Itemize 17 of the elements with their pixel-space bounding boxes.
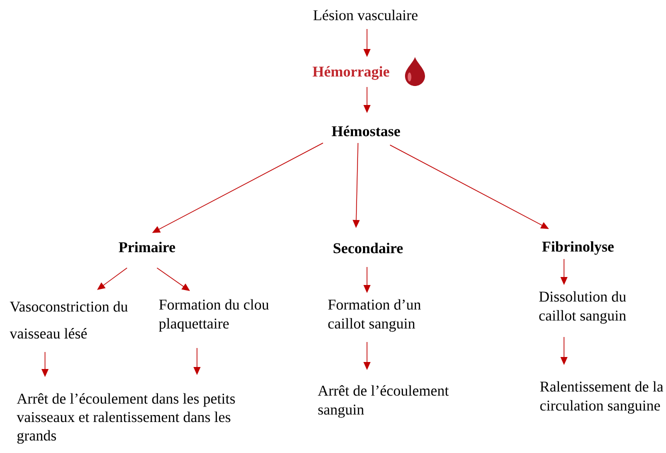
step-text: Arrêt de l’écoulement dans les petits vaisseaux et ralentissement dans les grands [16,393,235,444]
step-text: Arrêt de l’écoulement sanguin [318,385,449,418]
step-text: Dissolution du caillot sanguin [539,291,626,324]
arrow [156,268,190,291]
step-text: Formation d’un caillot sanguin [328,299,421,332]
category-heading: Fibrinolyse [542,241,614,255]
step-heading: Hémostase [332,126,400,136]
step-text: Lésion vasculaire [313,10,418,20]
category-heading: Secondaire [334,242,403,254]
step-text: Vasoconstriction du vaisseau lésé [10,301,128,339]
arrow [97,268,128,290]
arrow [390,144,549,229]
category-heading: Primaire [118,242,176,252]
step-text: Formation du clou plaquettaire [158,299,269,332]
step-heading: Hémorragie [312,66,390,80]
arrow [152,142,324,233]
step-text: Ralentissement de la circulation sanguine [540,381,664,414]
